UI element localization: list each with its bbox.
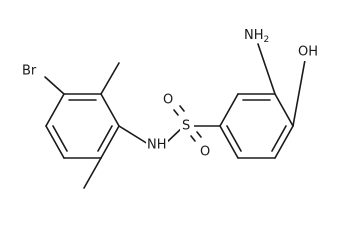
atom-label-oh: OH (296, 44, 322, 61)
oxygen-top-label: O (163, 93, 173, 108)
double-bond-l4-l5 (52, 125, 68, 152)
double-bond-l6-l1 (97, 125, 113, 152)
bond-r3-r4 (274, 93, 294, 127)
s-o-top-bond-b (179, 105, 185, 112)
bond-r6-r1 (219, 125, 239, 159)
aminohydroxyphenyl-ring (219, 93, 294, 159)
bond-l6-l1 (100, 125, 120, 159)
bromine-label: Br (22, 64, 37, 79)
bond-l1-l2 (100, 93, 120, 127)
hydroxyl-label: OH (298, 45, 318, 60)
atom-label-br: Br (22, 64, 37, 79)
ring-to-nh-bond (118, 125, 149, 145)
s-o-bottom-bond-b (196, 131, 202, 138)
oxygen-bottom-label: O (200, 145, 210, 160)
sulfur-label: S (182, 119, 190, 134)
bond-l4-l5 (45, 125, 65, 159)
hydroxyl-bond (292, 59, 306, 127)
bond-l3-l4 (45, 93, 65, 127)
nh-label: NH (147, 138, 167, 153)
atom-label-o-bottom: O (200, 145, 210, 160)
atom-label-s: S (180, 117, 194, 134)
bond-r1-r2 (219, 93, 239, 127)
s-o-bottom-bond-a (190, 135, 196, 142)
double-bond-r6-r1 (226, 125, 242, 152)
bromodimethylphenyl-ring (45, 93, 120, 159)
methyl-bottom-bond (83, 157, 102, 189)
s-o-top-bond-a (173, 109, 179, 116)
chemical-structure-diagram: Br NH S O O NH2 OH (22, 26, 322, 189)
bond-r4-r5 (274, 125, 294, 159)
atom-label-nh2: NH2 (242, 26, 272, 45)
methyl-top-bond (100, 62, 120, 95)
bromine-bond (44, 76, 65, 95)
double-bond-r4-r5 (271, 125, 287, 152)
atom-label-nh: NH (146, 136, 168, 153)
amino-bond (257, 43, 276, 95)
amino-label: NH2 (244, 28, 269, 45)
atom-label-o-top: O (163, 93, 173, 108)
